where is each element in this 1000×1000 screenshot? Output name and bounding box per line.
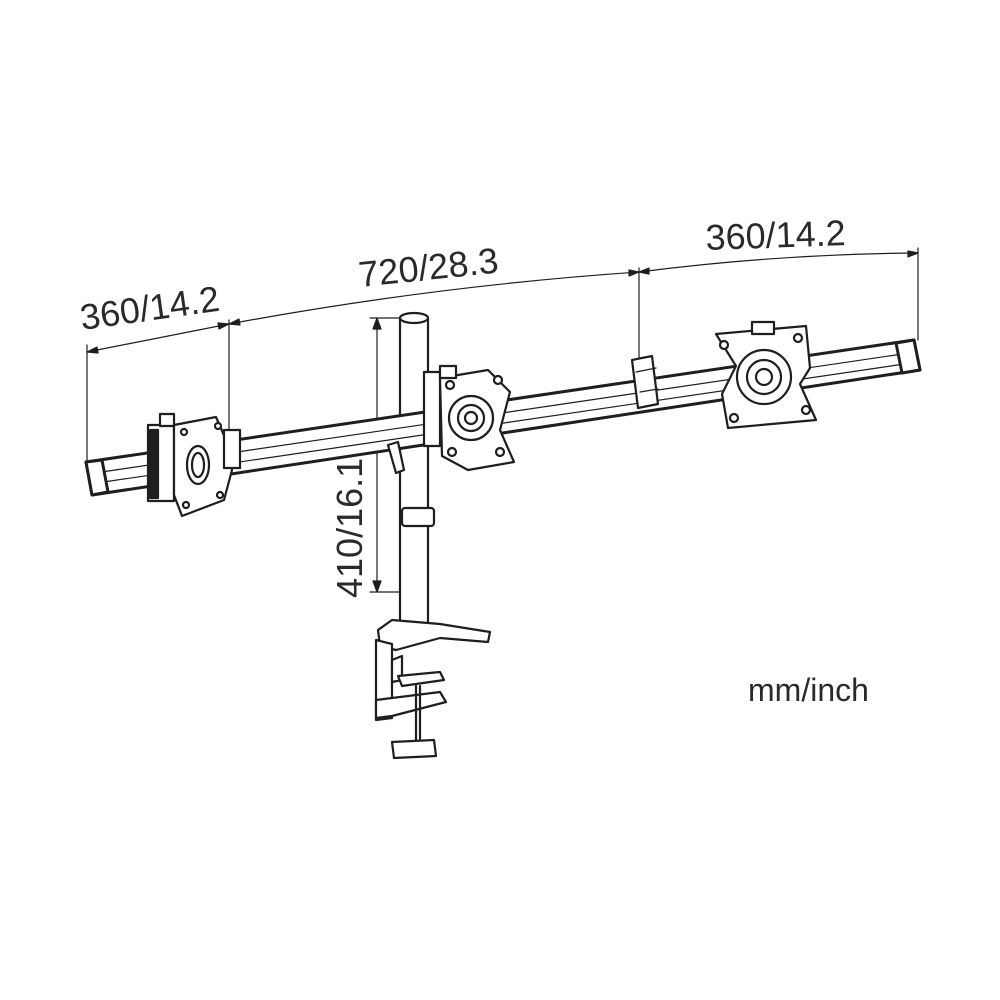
arm-joint — [630, 354, 660, 410]
vesa-plate-center — [422, 364, 516, 472]
tilt-handle — [386, 440, 406, 475]
vesa-plate-left — [146, 412, 242, 518]
pole — [398, 311, 436, 630]
dim-label-right-arm: 360/14.2 — [705, 212, 846, 258]
desk-clamp — [374, 618, 492, 760]
dim-label-pole-height: 410/16.1 — [329, 458, 370, 598]
vesa-plate-right — [714, 320, 818, 430]
dimension-lines — [86, 247, 919, 593]
dim-label-left-arm: 360/14.2 — [77, 278, 221, 338]
units-label: mm/inch — [748, 672, 869, 708]
